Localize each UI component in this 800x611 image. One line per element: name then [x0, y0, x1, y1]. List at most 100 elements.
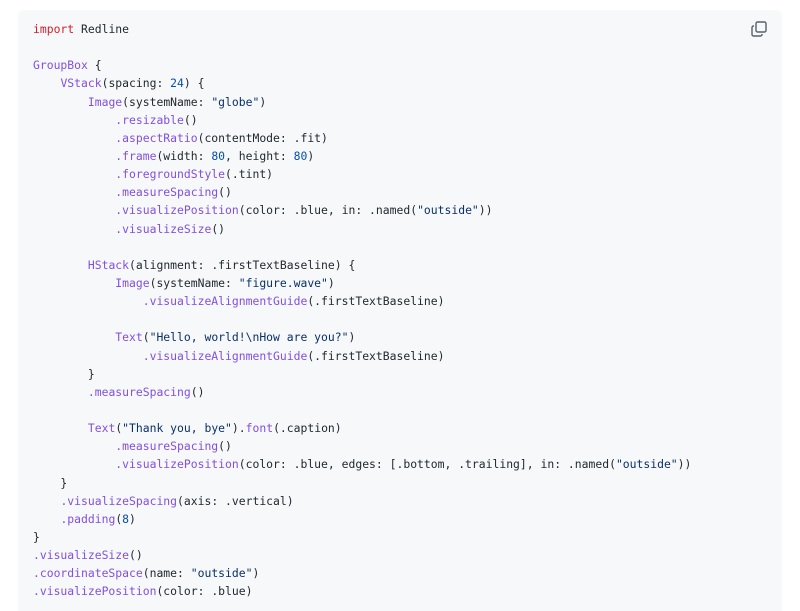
code-line: import Redline [33, 20, 691, 38]
code-token: ) [259, 94, 267, 109]
code-token: "globe" [211, 94, 260, 109]
code-token: () [190, 384, 205, 399]
code-token: .aspectRatio [115, 130, 198, 145]
code-token [33, 149, 115, 163]
code-content[interactable]: import Redline​GroupBox { VStack(spacing… [33, 20, 691, 601]
code-token [33, 512, 60, 526]
code-token: .visualizeSpacing [60, 493, 178, 508]
code-token: HStack [87, 257, 130, 272]
code-token: (systemName: [149, 275, 239, 290]
code-token: import [33, 22, 75, 36]
code-token: () [218, 185, 232, 200]
code-token: GroupBox [33, 58, 88, 73]
code-token [33, 494, 60, 508]
code-line: Text("Hello, world!\nHow are you?") [33, 328, 691, 346]
code-line: HStack(alignment: .firstTextBaseline) { [33, 256, 691, 274]
code-token: .foregroundStyle [115, 167, 226, 182]
code-token: ) [252, 566, 260, 581]
code-token: (contentMode: .fit) [197, 130, 328, 145]
code-line: ​ [33, 238, 691, 256]
code-line: GroupBox { [33, 56, 691, 74]
code-line: Image(systemName: "figure.wave") [33, 274, 691, 292]
code-token: .visualizeSize [33, 548, 130, 563]
code-token: Redline [74, 22, 130, 36]
code-token: ) [348, 330, 356, 345]
code-token: (color: .blue, in: .named( [238, 203, 418, 218]
code-token: , height: [225, 148, 294, 163]
code-token: Text [87, 421, 116, 436]
code-token: Image [87, 94, 123, 109]
code-block: import Redline​GroupBox { VStack(spacing… [18, 10, 782, 611]
code-token: (color: .blue) [156, 584, 253, 599]
code-token [33, 439, 115, 453]
code-token: (name: [142, 566, 191, 581]
code-token: (width: [156, 148, 212, 163]
code-token: (color: .blue, edges: [.bottom, .trailin… [238, 457, 616, 472]
code-line: .visualizeAlignmentGuide(.firstTextBasel… [33, 347, 691, 365]
code-line: Text("Thank you, bye").font(.caption) [33, 419, 691, 437]
code-line: .aspectRatio(contentMode: .fit) [33, 129, 691, 147]
code-line: .visualizeSize() [33, 220, 691, 238]
code-token: } [33, 475, 68, 490]
code-token: (.caption) [273, 421, 342, 436]
code-token: "outside" [417, 203, 479, 218]
code-token [33, 385, 88, 399]
code-token: ) { [183, 76, 205, 91]
code-line: VStack(spacing: 24) { [33, 74, 691, 92]
code-line: .visualizeAlignmentGuide(.firstTextBasel… [33, 292, 691, 310]
code-line: ​ [33, 310, 691, 328]
code-token: .visualizePosition [115, 457, 239, 472]
code-line: } [33, 365, 691, 383]
code-line: } [33, 474, 691, 492]
code-token: "figure.wave" [238, 275, 328, 290]
code-line: .visualizePosition(color: .blue, edges: … [33, 455, 691, 473]
code-token [33, 185, 115, 199]
code-line: .measureSpacing() [33, 383, 691, 401]
code-token: ) [307, 148, 315, 163]
code-token: (.firstTextBaseline) [307, 294, 445, 309]
code-token: 80 [211, 148, 226, 163]
code-line: .visualizeSize() [33, 546, 691, 564]
code-line: } [33, 528, 691, 546]
code-token: ) [129, 511, 136, 526]
code-line: .visualizePosition(color: .blue) [33, 582, 691, 600]
code-token: ). [231, 421, 246, 436]
code-token: 80 [293, 148, 308, 163]
code-line: .padding(8) [33, 510, 691, 528]
copy-button[interactable] [750, 20, 768, 38]
code-token: 8 [122, 511, 130, 526]
code-line: ​ [33, 38, 691, 56]
code-token: } [33, 529, 40, 544]
code-token: .measureSpacing [115, 439, 219, 454]
code-token: Image [115, 275, 150, 290]
code-line: .measureSpacing() [33, 183, 691, 201]
code-token: font [245, 421, 274, 436]
code-token: (axis: .vertical) [177, 493, 294, 508]
code-token: (.firstTextBaseline) [307, 348, 445, 363]
code-token: ( [142, 330, 150, 345]
code-token: .coordinateSpace [33, 566, 143, 581]
code-token [33, 258, 88, 272]
code-token [33, 457, 115, 471]
code-token: .measureSpacing [87, 384, 191, 399]
code-token: ( [115, 421, 123, 436]
copy-icon [751, 21, 767, 37]
code-token [33, 131, 115, 145]
code-line: .visualizePosition(color: .blue, in: .na… [33, 201, 691, 219]
code-token: () [129, 548, 143, 563]
code-token: .visualizePosition [33, 584, 157, 599]
code-token: } [33, 366, 95, 381]
code-line: .resizable() [33, 111, 691, 129]
code-token: () [218, 439, 232, 454]
code-token [33, 276, 115, 290]
code-token: .padding [60, 511, 116, 526]
code-token: .measureSpacing [115, 185, 219, 200]
code-token: )) [677, 457, 692, 472]
code-token: "Thank you, bye" [122, 421, 232, 436]
code-token: { [87, 58, 102, 73]
code-token: VStack [60, 76, 102, 91]
code-token: )) [478, 203, 493, 218]
code-token [33, 330, 115, 344]
code-line: .coordinateSpace(name: "outside") [33, 564, 691, 582]
code-line: .frame(width: 80, height: 80) [33, 147, 691, 165]
